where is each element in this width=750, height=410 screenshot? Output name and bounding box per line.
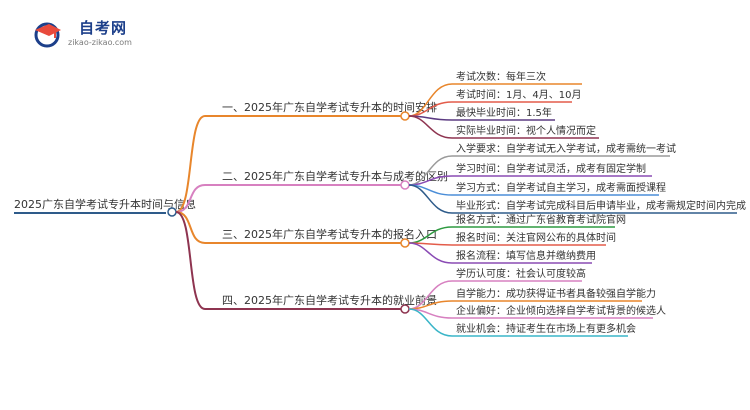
branch-node [400,304,410,314]
leaf-connector [408,184,453,214]
branch-connector [175,184,206,213]
leaf-label: 考试次数：每年三次 [456,70,546,83]
leaf-label: 学历认可度：社会认可度较高 [456,267,586,280]
leaf-label: 毕业形式：自学考试完成科目后申请毕业，成考需规定时间内完成 [456,199,746,212]
branch-label: 一、2025年广东自学考试专升本的时间安排 [222,100,437,114]
branch-connector [175,211,206,244]
leaf-label: 自学能力：成功获得证书者具备较强自学能力 [456,287,656,300]
branch-node [400,111,410,121]
root-label: 2025广东自学考试专升本时间与信息 [14,197,196,211]
graduation-cap-logo-icon [34,22,61,48]
logo-url: zikao-zikao.com [68,38,132,47]
leaf-label: 就业机会：持证考生在市场上有更多机会 [456,322,636,335]
leaf-connector [408,308,453,337]
branch-connector [175,211,206,310]
root-node [167,207,177,217]
leaf-label: 最快毕业时间：1.5年 [456,106,552,119]
branch-node [400,180,410,190]
leaf-label: 实际毕业时间：视个人情况而定 [456,124,596,137]
leaf-label: 学习时间：自学考试灵活，成考有固定学制 [456,162,646,175]
site-logo[interactable]: 自考网 zikao-zikao.com [31,14,141,54]
logo-title: 自考网 [79,19,128,37]
leaf-label: 入学要求：自学考试无入学考试，成考需统一考试 [456,142,676,155]
leaf-label: 企业偏好：企业倾向选择自学考试背景的候选人 [456,304,666,317]
leaf-connector [408,115,453,139]
leaf-connector [408,242,453,264]
branch-label: 三、2025年广东自学考试专升本的报名入口 [222,227,437,241]
leaf-label: 考试时间：1月、4月、10月 [456,88,581,101]
branch-label: 四、2025年广东自学考试专升本的就业前景 [222,293,437,307]
leaf-label: 报名时间：关注官网公布的具体时间 [456,231,616,244]
leaf-label: 学习方式：自学考试自主学习，成考需面授课程 [456,181,666,194]
leaf-label: 报名流程：填写信息并缴纳费用 [456,249,596,262]
branch-label: 二、2025年广东自学考试专升本与成考的区别 [222,169,448,183]
branch-connector [175,115,206,213]
leaf-label: 报名方式：通过广东省教育考试院官网 [456,213,626,226]
branch-node [400,238,410,248]
